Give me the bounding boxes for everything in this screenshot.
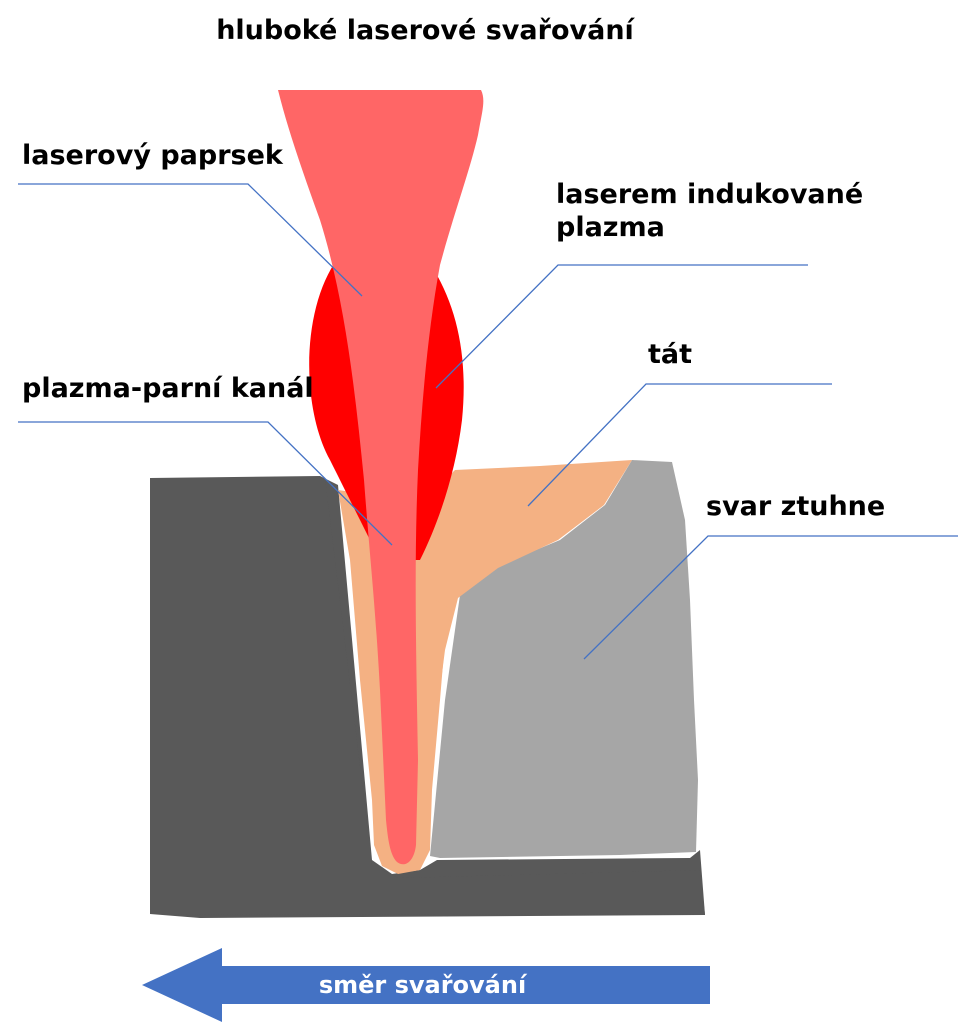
solidified-weld-region <box>430 460 698 858</box>
leader-line-laser-beam <box>18 183 363 297</box>
leader-line-plasma <box>435 264 808 389</box>
diagram-title: hluboké laserové svařování <box>216 15 634 46</box>
base-metal-left <box>150 478 705 915</box>
label-plasma-vapor-channel: plazma-parní kanál <box>22 373 314 404</box>
welding-direction-arrow <box>142 948 710 1022</box>
leader-line-canal <box>18 421 393 546</box>
label-solidified-weld: svar ztuhne <box>706 491 886 522</box>
label-melt: tát <box>648 339 693 370</box>
laser-beam-region <box>278 90 484 865</box>
leader-line-solid <box>583 535 958 660</box>
welding-direction-label: směr svařování <box>318 971 527 999</box>
label-laser-beam: laserový paprsek <box>22 140 283 171</box>
label-laser-induced-plasma: laserem indukované plazma <box>556 179 864 243</box>
leader-line-melt <box>527 383 832 507</box>
